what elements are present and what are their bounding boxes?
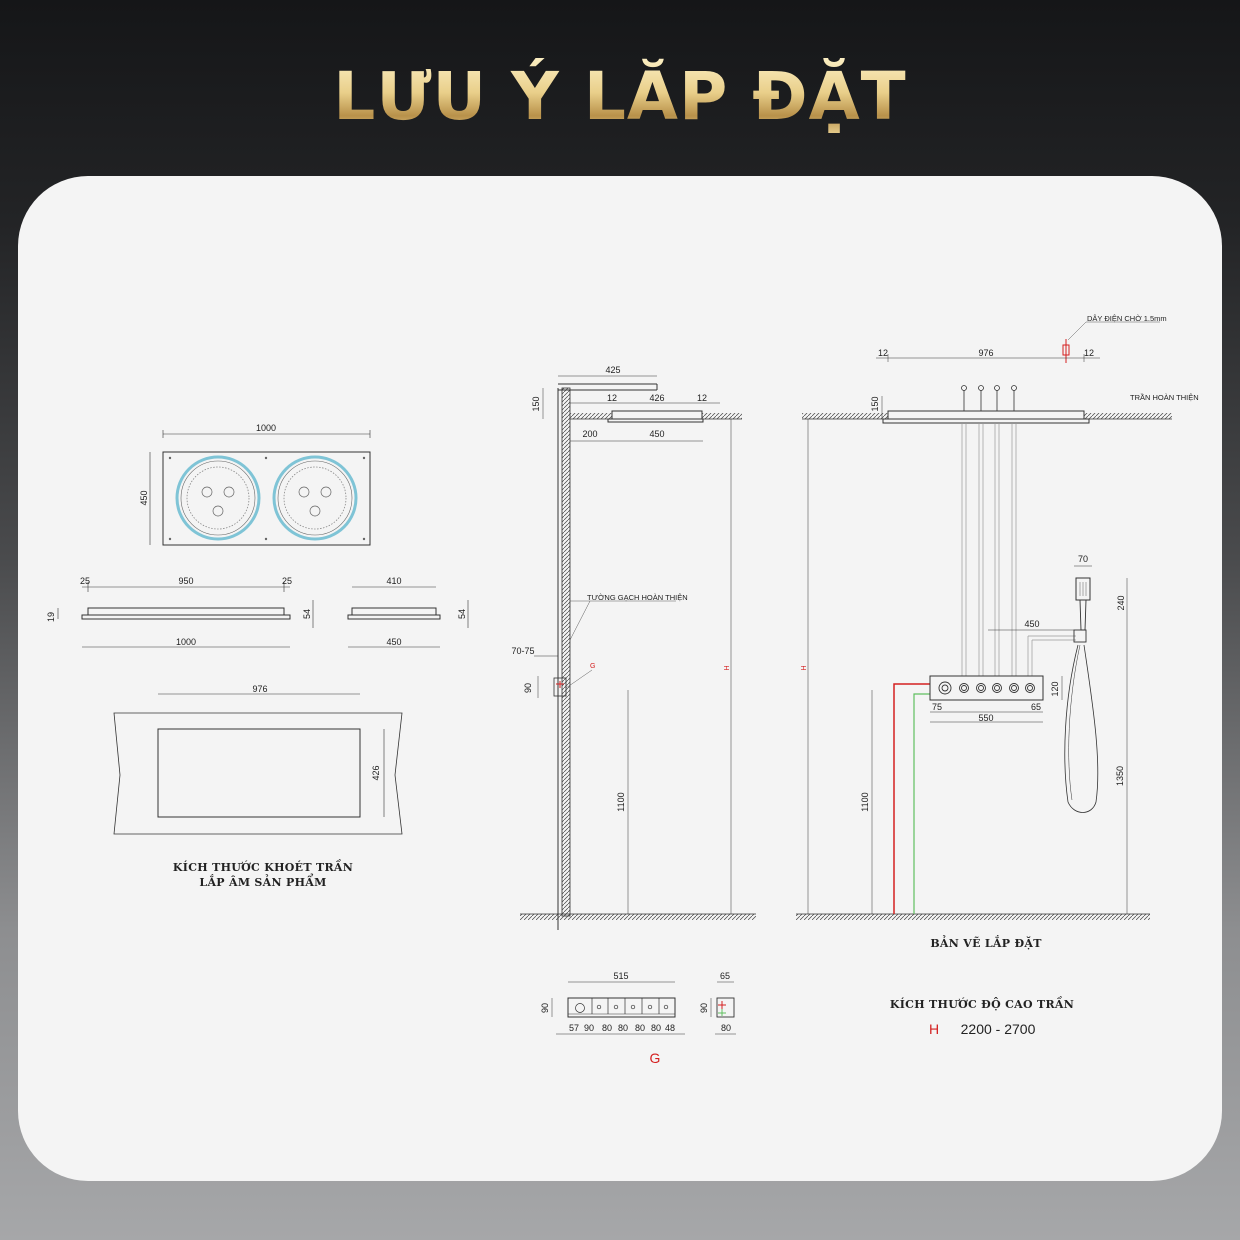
valve-detail: [551, 981, 736, 1035]
dim-g-515: 515: [613, 971, 628, 981]
side-elevation: [520, 375, 756, 930]
dim-c-976: 976: [978, 348, 993, 358]
dim-c-550: 550: [978, 713, 993, 723]
dim-b-200: 200: [582, 429, 597, 439]
dim-b-12b: 12: [697, 393, 707, 403]
dim-c-1350: 1350: [1115, 766, 1125, 786]
dim-g-80-side: 80: [721, 1023, 731, 1033]
dim-top-height: 450: [139, 490, 149, 505]
dim-b-150: 150: [531, 396, 541, 411]
dim-b-90: 90: [523, 683, 533, 693]
dim-c-12b: 12: [1084, 348, 1094, 358]
height-marker: H: [929, 1021, 939, 1037]
dim-side-950: 950: [178, 576, 193, 586]
dim-b-426: 426: [649, 393, 664, 403]
dim-c-70: 70: [1078, 554, 1088, 564]
dim-c-1100: 1100: [860, 792, 870, 811]
dim-end-410: 410: [386, 576, 401, 586]
dim-c-240: 240: [1116, 595, 1126, 610]
dim-side-19: 19: [46, 612, 56, 622]
dim-cutout-426: 426: [371, 765, 381, 780]
dim-b-425: 425: [605, 365, 620, 375]
dim-end-450: 450: [386, 637, 401, 647]
dim-g-seg-3: 80: [618, 1023, 628, 1033]
side-view-panel: [57, 582, 469, 648]
dim-c-12a: 12: [878, 348, 888, 358]
dim-c-150: 150: [870, 396, 880, 411]
dim-g-seg-1: 90: [584, 1023, 594, 1033]
top-view-panel: [149, 430, 371, 546]
caption-cutout-line2: LẮP ÂM SẢN PHẨM: [199, 873, 326, 889]
dim-c-120: 120: [1050, 681, 1060, 696]
label-g: G: [650, 1050, 661, 1066]
dim-b-70-75: 70-75: [511, 646, 534, 656]
dim-c-450: 450: [1024, 619, 1039, 629]
dim-g-seg-0: 57: [569, 1023, 579, 1033]
ceiling-cutout: [113, 693, 403, 835]
dim-side-25b: 25: [282, 576, 292, 586]
caption-cutout-line1: KÍCH THƯỚC KHOÉT TRẦN: [173, 859, 353, 874]
caption-installation: BẢN VẼ LẮP ĐẶT: [930, 935, 1042, 950]
dim-top-width: 1000: [256, 423, 276, 433]
caption-height: KÍCH THƯỚC ĐỘ CAO TRẦN: [890, 996, 1074, 1011]
marker-g-b: G: [590, 663, 595, 670]
dim-b-1100: 1100: [616, 792, 626, 811]
dim-g-seg-6: 48: [665, 1023, 675, 1033]
label-wall: TƯỜNG GẠCH HOÀN THIỆN: [587, 593, 688, 602]
dim-g-seg-5: 80: [651, 1023, 661, 1033]
dim-end-54: 54: [457, 609, 467, 619]
dim-g-65: 65: [720, 971, 730, 981]
page-title: LƯU Ý LẮP ĐẶT: [0, 58, 1240, 135]
dim-c-75: 75: [932, 702, 942, 712]
marker-h-b: H: [724, 665, 731, 670]
label-ceiling: TRẦN HOÀN THIỆN: [1130, 392, 1199, 402]
marker-h-c: H: [801, 665, 808, 670]
dim-side-54: 54: [302, 609, 312, 619]
dim-c-65: 65: [1031, 702, 1041, 712]
dim-g-90a: 90: [540, 1003, 550, 1013]
dim-g-90b: 90: [699, 1003, 709, 1013]
height-range: 2200 - 2700: [961, 1021, 1036, 1037]
front-elevation: [796, 321, 1172, 920]
dim-side-25a: 25: [80, 576, 90, 586]
dim-g-seg-2: 80: [602, 1023, 612, 1033]
dim-g-seg-4: 80: [635, 1023, 645, 1033]
dim-b-12a: 12: [607, 393, 617, 403]
dim-b-450: 450: [649, 429, 664, 439]
dim-side-1000: 1000: [176, 637, 196, 647]
dim-cutout-976: 976: [252, 684, 267, 694]
label-cable: DÂY ĐIỆN CHỜ 1.5mm: [1087, 314, 1167, 323]
